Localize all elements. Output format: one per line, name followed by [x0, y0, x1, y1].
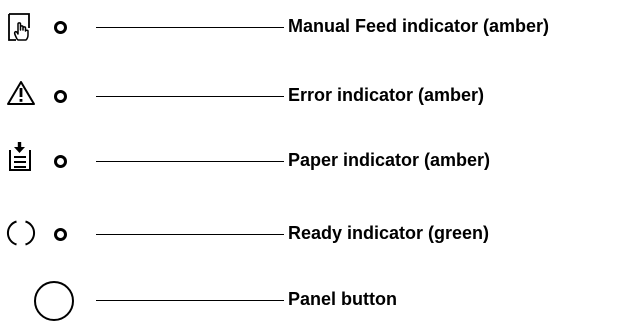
manual-feed-row: Manual Feed indicator (amber): [0, 8, 635, 48]
ready-led: [54, 228, 67, 241]
error-row: Error indicator (amber): [0, 78, 635, 118]
manual-feed-label: Manual Feed indicator (amber): [288, 16, 550, 36]
ready-icon: [6, 218, 36, 248]
paper-icon: [8, 142, 32, 172]
error-label: Error indicator (amber): [288, 85, 485, 105]
panel-button-row: Panel button: [0, 278, 635, 328]
error-led: [54, 90, 67, 103]
paper-leader-line: [96, 161, 284, 162]
manual-feed-leader-line: [96, 27, 284, 28]
panel-button-label: Panel button: [288, 289, 397, 309]
panel-button-leader-line: [96, 300, 284, 301]
ready-leader-line: [96, 234, 284, 235]
paper-label: Paper indicator (amber): [288, 150, 491, 170]
ready-row: Ready indicator (green): [0, 216, 635, 256]
manual-feed-led: [54, 21, 67, 34]
error-warning-icon: [6, 80, 36, 106]
paper-led: [54, 155, 67, 168]
error-leader-line: [96, 96, 284, 97]
panel-button-icon: [33, 280, 75, 322]
manual-feed-icon: [8, 13, 30, 41]
ready-label: Ready indicator (green): [288, 223, 490, 243]
paper-row: Paper indicator (amber): [0, 142, 635, 182]
